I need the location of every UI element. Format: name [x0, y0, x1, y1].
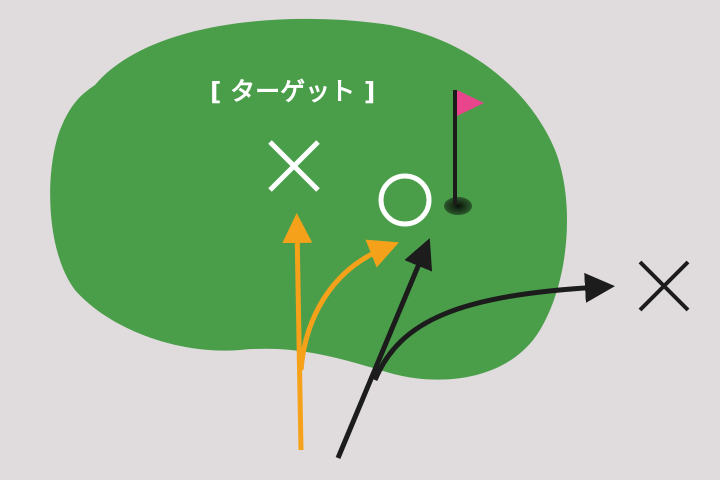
putting-green	[50, 18, 567, 380]
circle-icon	[378, 173, 432, 227]
x-mark-icon	[268, 140, 320, 192]
target-label: [ ターゲット ]	[210, 77, 375, 106]
x-mark-icon	[638, 260, 690, 312]
black-curved-arrow	[372, 272, 615, 381]
orange-curved-arrow	[298, 239, 399, 371]
hole-icon	[444, 197, 472, 215]
black-straight-arrow	[335, 238, 433, 459]
flag-icon	[453, 90, 484, 205]
orange-straight-arrow	[282, 213, 313, 451]
